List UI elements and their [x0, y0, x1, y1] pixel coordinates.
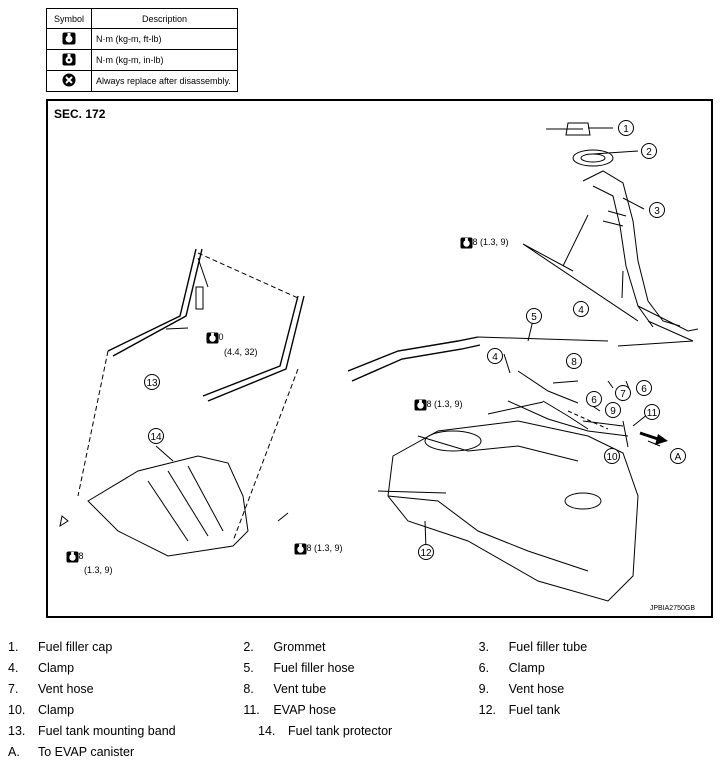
list-item: 10.Clamp — [8, 702, 75, 717]
svg-text:1: 1 — [623, 124, 629, 135]
callout-13: 13 — [144, 374, 160, 390]
list-item: 9.Vent hose — [478, 681, 565, 696]
torque-icon — [206, 332, 219, 344]
list-item: 7.Vent hose — [8, 681, 94, 696]
svg-text:4: 4 — [578, 305, 584, 316]
list-item: 8.Vent tube — [243, 681, 327, 696]
svg-text:8: 8 — [571, 357, 577, 368]
list-item: 5.Fuel filler hose — [243, 660, 355, 675]
callout-10: 10 — [604, 448, 620, 464]
parts-list: 1.Fuel filler cap 2.Grommet 3.Fuel fille… — [8, 636, 714, 762]
list-item: 3.Fuel filler tube — [478, 639, 588, 654]
callout-2: 2 — [641, 143, 657, 159]
torque-label-protector-left-sub: (1.3, 9) — [84, 565, 113, 575]
list-item: 4.Clamp — [8, 660, 75, 675]
section-label: SEC. 172 — [54, 107, 106, 121]
callout-9: 9 — [605, 402, 621, 418]
figure-reference: JPBIA2750GB — [649, 605, 695, 612]
callout-12: 12 — [418, 544, 434, 560]
torque-in-lb-icon — [62, 53, 76, 65]
list-item: 6.Clamp — [478, 660, 545, 675]
list-item: 14.Fuel tank protector — [258, 723, 393, 738]
callout-3: 3 — [649, 202, 665, 218]
callout-6-lower: 6 — [586, 391, 602, 407]
callout-4-upper: 4 — [573, 301, 589, 317]
list-item: 11.EVAP hose — [243, 702, 337, 717]
torque-label-vent: 12.8 (1.3, 9) — [414, 399, 463, 411]
callout-4-lower: 4 — [487, 348, 503, 364]
legend-row-2: N·m (kg-m, in-lb) — [91, 49, 238, 71]
svg-text:3: 3 — [654, 206, 660, 217]
torque-label-protector-left: 12.8 — [66, 551, 84, 563]
list-item: 13.Fuel tank mounting band — [8, 723, 176, 738]
svg-text:12: 12 — [420, 548, 432, 559]
list-item: 1.Fuel filler cap — [8, 639, 113, 654]
callout-7: 7 — [615, 385, 631, 401]
callout-1: 1 — [618, 120, 634, 136]
mounting-band-right — [202, 295, 305, 402]
callout-14: 14 — [148, 428, 164, 444]
filler-cap-shape — [546, 122, 591, 136]
torque-icon — [294, 543, 307, 555]
torque-icon — [460, 237, 473, 249]
svg-text:11: 11 — [647, 408, 658, 419]
svg-text:6: 6 — [591, 395, 597, 406]
diagram-frame: SEC. 172 — [46, 99, 713, 618]
list-item: A.To EVAP canister — [8, 744, 135, 759]
grommet-shape — [572, 149, 614, 167]
list-item: 2.Grommet — [243, 639, 326, 654]
filler-tube-shape — [582, 170, 681, 328]
legend-row-3: Always replace after disassembly. — [91, 70, 238, 92]
filler-hose-shape — [347, 336, 481, 382]
svg-text:5: 5 — [531, 312, 537, 323]
torque-label-filler-tube: 12.8 (1.3, 9) — [460, 237, 509, 249]
svg-text:A: A — [675, 452, 682, 463]
always-replace-icon — [62, 73, 76, 87]
svg-text:6: 6 — [641, 384, 647, 395]
callout-8: 8 — [566, 353, 582, 369]
svg-text:4: 4 — [492, 352, 498, 363]
list-item: 12.Fuel tank — [478, 702, 561, 717]
torque-label-band-bolt-sub: (4.4, 32) — [224, 347, 258, 357]
torque-icon — [414, 399, 427, 411]
torque-icon — [66, 551, 79, 563]
mounting-band-left — [107, 248, 203, 357]
torque-ft-lb-icon — [62, 32, 76, 44]
svg-text:9: 9 — [610, 406, 616, 417]
torque-label-band-bolt: 43.0 — [206, 332, 224, 344]
svg-text:14: 14 — [150, 432, 162, 443]
callout-5: 5 — [526, 308, 542, 324]
legend-header-description: Description — [91, 8, 238, 29]
callout-A: A — [670, 448, 686, 464]
legend-header-symbol: Symbol — [46, 8, 92, 29]
tank-protector — [87, 455, 249, 557]
fuel-tank-shape — [387, 420, 639, 602]
svg-text:10: 10 — [606, 452, 618, 463]
torque-label-protector: 12.8 (1.3, 9) — [294, 543, 343, 555]
svg-text:13: 13 — [146, 378, 158, 389]
symbol-legend-table: Symbol Description N·m (kg-m, ft-lb) N·m… — [46, 8, 238, 92]
callout-11: 11 — [644, 404, 660, 420]
svg-text:7: 7 — [620, 389, 626, 400]
svg-text:2: 2 — [646, 147, 652, 158]
exploded-view-drawing: 1 2 3 4 5 4 6 7 8 6 9 10 11 12 13 14 A — [59, 120, 699, 602]
callout-6-upper: 6 — [636, 380, 652, 396]
legend-row-1: N·m (kg-m, ft-lb) — [91, 28, 238, 50]
